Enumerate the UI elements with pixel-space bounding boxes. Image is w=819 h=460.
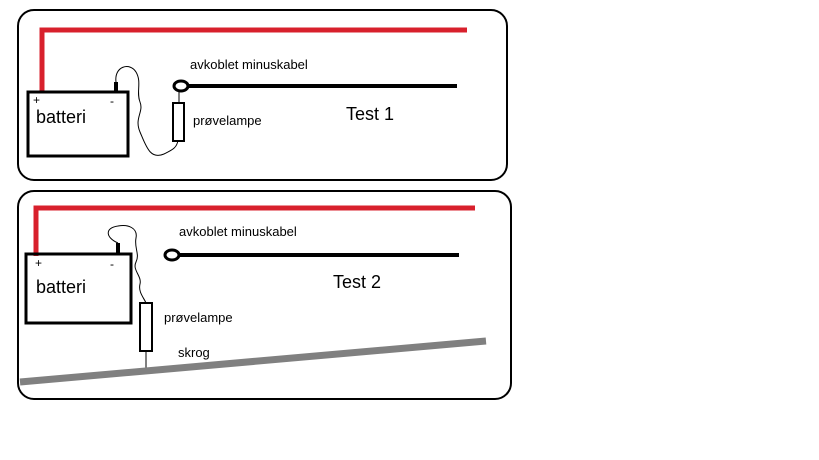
battery-2 bbox=[24, 252, 133, 325]
battery-2-minus: - bbox=[110, 257, 114, 271]
cable-ring-2 bbox=[163, 248, 181, 262]
cable-label-1: avkoblet minuskabel bbox=[190, 57, 308, 72]
test-lamp-wire-2 bbox=[107, 225, 147, 304]
positive-wire-2 bbox=[33, 205, 475, 256]
test-label-2: Test 2 bbox=[333, 272, 381, 292]
cable-label-2: avkoblet minuskabel bbox=[179, 224, 297, 239]
cable-ring-1 bbox=[172, 79, 190, 93]
battery-2-minus-terminal bbox=[116, 243, 120, 254]
test-lamp-label-2: prøvelampe bbox=[164, 310, 233, 325]
panel-test-2: + - batteri avkoblet minuskabel prøvelam… bbox=[17, 190, 512, 400]
panel-1-frame bbox=[17, 9, 508, 181]
test-lamp-2 bbox=[139, 302, 153, 352]
positive-wire-1 bbox=[39, 27, 467, 92]
hull-ground bbox=[19, 337, 487, 386]
test-lamp-1 bbox=[172, 102, 185, 142]
test-label-1: Test 1 bbox=[346, 104, 394, 124]
battery-1 bbox=[26, 90, 130, 158]
test-lamp-wire-1 bbox=[115, 66, 179, 156]
battery-1-plus: + bbox=[33, 93, 40, 107]
panel-2-frame bbox=[17, 190, 512, 400]
battery-2-plus: + bbox=[35, 256, 42, 270]
test-lamp-label-1: prøvelampe bbox=[193, 113, 262, 128]
battery-2-label: batteri bbox=[36, 277, 86, 297]
hull-label: skrog bbox=[178, 345, 210, 360]
battery-1-minus: - bbox=[110, 94, 114, 108]
battery-1-minus-terminal bbox=[114, 82, 118, 92]
panel-test-1: + - batteri avkoblet minuskabel prøvelam… bbox=[17, 9, 508, 181]
battery-1-label: batteri bbox=[36, 107, 86, 127]
